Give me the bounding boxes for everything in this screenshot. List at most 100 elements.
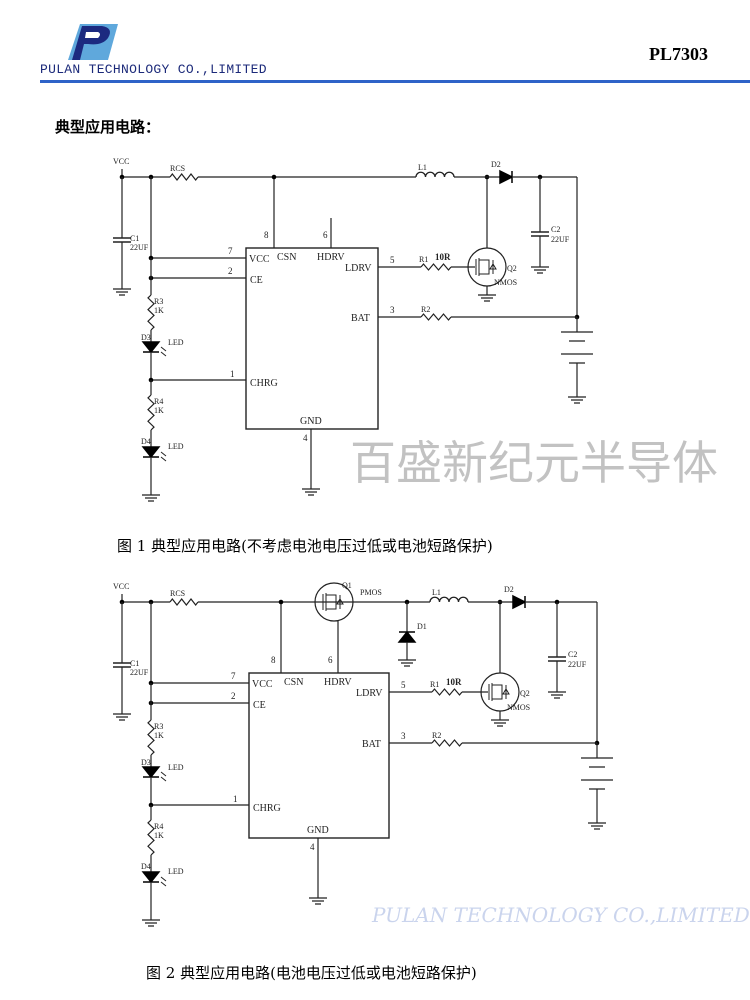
- inductor: [415, 171, 455, 178]
- junction-dot: [271, 174, 277, 180]
- ground-symbol: [309, 897, 327, 905]
- led-arrows: [160, 346, 167, 357]
- label: GND: [307, 825, 329, 836]
- led-arrows: [160, 876, 167, 887]
- label: CE: [250, 275, 263, 286]
- label: 4: [303, 433, 308, 443]
- label: R4: [154, 822, 163, 831]
- label: 1K: [154, 306, 164, 315]
- label: D3: [141, 758, 151, 767]
- figure-1-caption: 图 1 典型应用电路(不考虑电池电压过低或电池短路保护): [117, 537, 493, 555]
- label: 10R: [435, 252, 451, 262]
- resistor: [147, 719, 155, 756]
- capacitor: [113, 237, 131, 243]
- label: BAT: [351, 313, 370, 324]
- label: Q1: [342, 581, 352, 590]
- label: 22UF: [130, 668, 149, 677]
- diode: [397, 630, 417, 643]
- label: R4: [154, 397, 163, 406]
- label: 5: [401, 680, 406, 690]
- label: 3: [401, 731, 406, 741]
- label: 1K: [154, 831, 164, 840]
- section-title: 典型应用电路：: [55, 118, 161, 136]
- resistor: [147, 394, 155, 431]
- label: 3: [390, 305, 395, 315]
- led: [141, 341, 161, 354]
- label: C1: [130, 659, 139, 668]
- battery: [581, 757, 613, 790]
- label: GND: [300, 416, 322, 427]
- resistor: [147, 294, 155, 331]
- resistor: [420, 313, 452, 321]
- label: 2: [228, 266, 233, 276]
- label: 6: [328, 655, 333, 665]
- ic-pl7303: [245, 247, 379, 430]
- ground-symbol: [548, 691, 566, 699]
- label: 22UF: [551, 235, 570, 244]
- ground-symbol: [142, 919, 160, 927]
- label: 7: [231, 671, 236, 681]
- label: D4: [141, 862, 151, 871]
- label: HDRV: [317, 252, 345, 263]
- label: LED: [168, 442, 184, 451]
- ground-symbol: [113, 713, 131, 721]
- label: C1: [130, 234, 139, 243]
- label: LED: [168, 867, 184, 876]
- label: CHRG: [253, 803, 281, 814]
- label: CE: [253, 700, 266, 711]
- inductor: [429, 596, 469, 603]
- label: R3: [154, 297, 163, 306]
- ground-symbol: [142, 494, 160, 502]
- led-arrows: [160, 451, 167, 462]
- ground-symbol: [478, 294, 496, 302]
- resistor: [169, 173, 199, 181]
- diode: [512, 594, 527, 610]
- ground-symbol: [113, 288, 131, 296]
- label: VCC: [252, 679, 273, 690]
- label: D2: [504, 585, 514, 594]
- q1-pmos-glyph: [322, 593, 344, 611]
- label: 6: [323, 230, 328, 240]
- label: 22UF: [568, 660, 587, 669]
- resistor: [147, 819, 155, 856]
- label: LED: [168, 338, 184, 347]
- label: 7: [228, 246, 233, 256]
- label: R1: [430, 680, 439, 689]
- label: NMOS: [507, 703, 530, 712]
- label: D4: [141, 437, 151, 446]
- label: HDRV: [324, 677, 352, 688]
- battery: [561, 331, 593, 364]
- label: R2: [421, 305, 430, 314]
- label: 5: [390, 255, 395, 265]
- ground-symbol: [588, 822, 606, 830]
- label: L1: [418, 163, 427, 172]
- label: VCC: [249, 254, 270, 265]
- company-logo: [58, 22, 120, 66]
- label: 22UF: [130, 243, 149, 252]
- ground-symbol: [398, 659, 416, 667]
- label: 4: [310, 842, 315, 852]
- diode: [499, 169, 514, 185]
- label: Q2: [520, 689, 530, 698]
- label: Q2: [507, 264, 517, 273]
- led: [141, 766, 161, 779]
- resistor: [431, 739, 463, 747]
- label: R3: [154, 722, 163, 731]
- junction-dot: [278, 599, 284, 605]
- label: CSN: [277, 252, 296, 263]
- label: C2: [551, 225, 560, 234]
- label: BAT: [362, 739, 381, 750]
- label: 1K: [154, 406, 164, 415]
- ground-symbol: [531, 266, 549, 274]
- label: RCS: [170, 164, 185, 173]
- label: 10R: [446, 677, 462, 687]
- capacitor: [531, 231, 549, 237]
- label: R1: [419, 255, 428, 264]
- label: RCS: [170, 589, 185, 598]
- label: L1: [432, 588, 441, 597]
- label: D1: [417, 622, 427, 631]
- q2-nmos-glyph: [488, 683, 510, 701]
- header-divider: [40, 80, 750, 83]
- resistor: [169, 598, 199, 606]
- q1-pmos: [314, 582, 354, 622]
